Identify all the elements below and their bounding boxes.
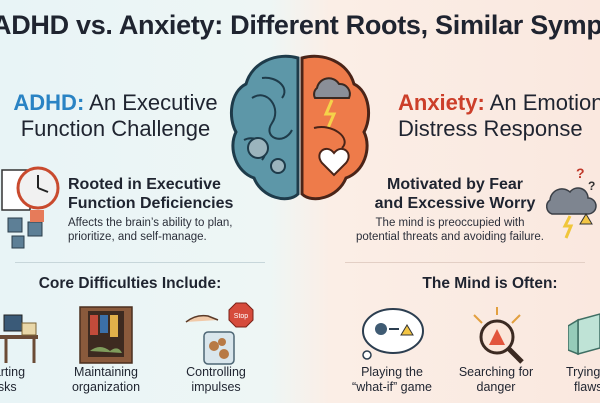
brain-icon (229, 54, 371, 201)
page-title: ADHD vs. Anxiety: Different Roots, Simil… (0, 10, 600, 40)
adhd-subheading-line1: Rooted in Executive (68, 176, 221, 193)
left-divider (15, 262, 265, 263)
anxiety-description-line2: potential threats and avoiding failure. (356, 231, 544, 243)
adhd-item-1: Starting tasks (0, 365, 26, 395)
adhd-item-1-line1: Starting (0, 365, 26, 379)
adhd-heading: ADHD: An Executive Function Challenge (13, 90, 218, 142)
anxiety-item-3-line2: flaws (574, 380, 600, 394)
adhd-heading-line2: Function Challenge (20, 116, 211, 141)
anxiety-subheading: Motivated by Fear and Excessive Worry (370, 175, 540, 213)
adhd-subheading: Rooted in Executive Function Deficiencie… (68, 175, 258, 213)
adhd-description: Affects the brain’s ability to plan, pri… (68, 216, 268, 244)
anxiety-item-1: Playing the “what-if” game (352, 365, 432, 395)
anxiety-section-title: The Mind is Often: (422, 275, 558, 292)
storm-cloud-icon: ? ? (546, 165, 597, 239)
thought-bubble-icon (362, 308, 424, 360)
anxiety-heading: Anxiety: An Emotional Distress Response (398, 90, 600, 142)
cookie-jar-icon (185, 314, 235, 365)
adhd-description-line2: prioritize, and self-manage. (68, 231, 207, 243)
anxiety-item-2: Searching for danger (456, 365, 536, 395)
stop-sign-text: Stop (234, 313, 249, 320)
adhd-section-title: Core Difficulties Include: (38, 275, 222, 292)
adhd-subheading-line2: Function Deficiencies (68, 195, 234, 212)
anxiety-item-3: Trying to flaws (566, 365, 600, 395)
adhd-heading-accent: ADHD: (13, 90, 85, 115)
adhd-item-2-line2: organization (71, 380, 141, 394)
adhd-item-3-line1: Controlling (186, 365, 246, 379)
closet-icon (79, 306, 133, 364)
adhd-item-2: Maintaining organization (66, 365, 146, 395)
anxiety-item-1-line1: Playing the (361, 365, 423, 379)
clock-icon (1, 166, 60, 249)
adhd-item-1-line2: tasks (0, 380, 17, 394)
adhd-description-line1: Affects the brain’s ability to plan, (68, 217, 233, 229)
anxiety-description-line1: The mind is preoccupied with (375, 217, 525, 229)
anxiety-item-2-line1: Searching for (458, 365, 534, 379)
anxiety-description: The mind is preoccupied with potential t… (345, 216, 555, 244)
anxiety-item-2-line2: danger (476, 380, 516, 394)
desk-icon (0, 314, 38, 363)
adhd-item-2-line1: Maintaining (74, 365, 138, 379)
anxiety-subheading-line1: Motivated by Fear (386, 176, 524, 193)
anxiety-item-1-line2: “what-if” game (352, 380, 432, 394)
right-divider (345, 262, 585, 263)
svg-text:?: ? (588, 179, 595, 193)
anxiety-heading-accent: Anxiety: (398, 90, 485, 115)
adhd-item-3: Controlling impulses (176, 365, 256, 395)
adhd-item-3-line2: impulses (191, 380, 241, 394)
magnifier-warning-icon (473, 307, 524, 364)
anxiety-item-3-line1: Trying to (566, 365, 600, 379)
svg-text:?: ? (576, 165, 585, 181)
anxiety-heading-line1: An Emotional (489, 90, 600, 115)
adhd-heading-line1: An Executive (84, 90, 218, 115)
stop-sign-icon: Stop (228, 302, 254, 328)
cube-icon (568, 313, 600, 356)
anxiety-heading-line2: Distress Response (398, 116, 583, 141)
anxiety-subheading-line2: and Excessive Worry (374, 195, 536, 212)
